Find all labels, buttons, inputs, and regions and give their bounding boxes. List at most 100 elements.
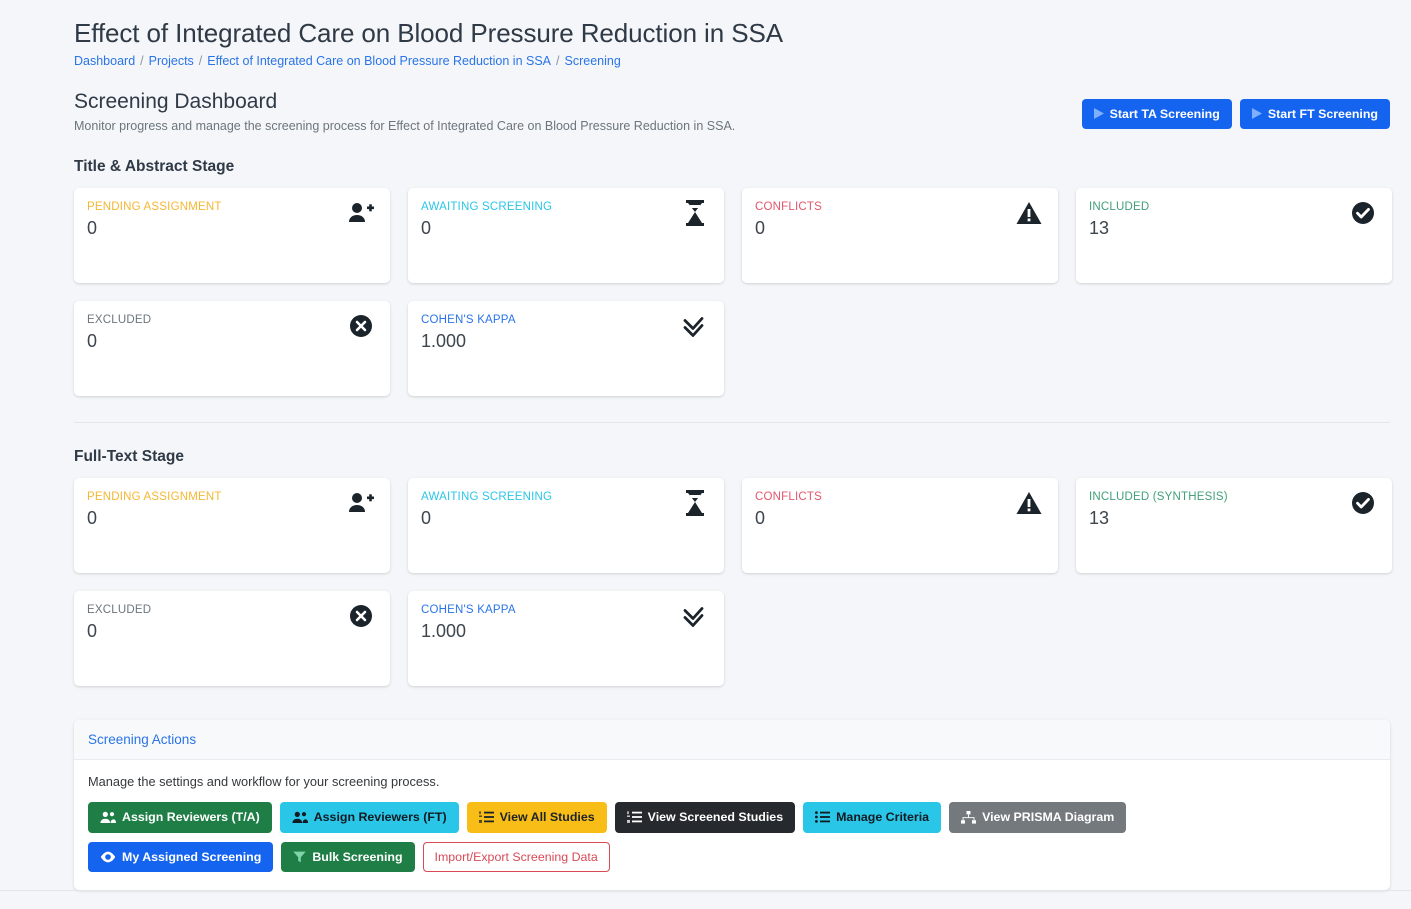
play-icon xyxy=(1094,108,1104,119)
check-circle-icon xyxy=(1348,488,1378,518)
breadcrumb-separator: / xyxy=(199,54,202,68)
stat-card-cohen-s-kappa: COHEN'S KAPPA 1.000 xyxy=(408,591,724,686)
view-screened-studies-button[interactable]: View Screened Studies xyxy=(615,802,795,833)
hourglass-icon xyxy=(680,198,710,228)
list-ol-icon xyxy=(627,811,642,823)
assign-reviewers-t-a-label: Assign Reviewers (T/A) xyxy=(122,811,260,823)
x-circle-icon xyxy=(346,311,376,341)
dashboard-title: Screening Dashboard xyxy=(74,90,735,114)
dashboard-header-text: Screening Dashboard Monitor progress and… xyxy=(74,90,735,133)
stat-card-value: 0 xyxy=(87,508,376,530)
stat-card-conflicts: CONFLICTS 0 xyxy=(742,188,1058,283)
bulk-screening-label: Bulk Screening xyxy=(312,851,402,863)
breadcrumb-separator: / xyxy=(140,54,143,68)
stat-card-label: EXCLUDED xyxy=(87,313,376,328)
stat-card-value: 1.000 xyxy=(421,621,710,643)
import-export-screening-data-button[interactable]: Import/Export Screening Data xyxy=(423,842,610,872)
stat-card-label: CONFLICTS xyxy=(755,490,1044,505)
users-icon xyxy=(100,811,116,824)
play-icon xyxy=(1252,108,1262,119)
stat-card-value: 0 xyxy=(87,621,376,643)
stat-card-value: 0 xyxy=(755,508,1044,530)
stat-card-included-synthesis: INCLUDED (SYNTHESIS)13 xyxy=(1076,478,1392,573)
ft-stage-cards: PENDING ASSIGNMENT0AWAITING SCREENING0CO… xyxy=(74,478,1390,686)
my-assigned-screening-label: My Assigned Screening xyxy=(122,851,261,863)
x-circle-icon xyxy=(346,601,376,631)
stat-card-label: PENDING ASSIGNMENT xyxy=(87,200,376,215)
stat-card-excluded: EXCLUDED 0 xyxy=(74,591,390,686)
header-action-buttons: Start TA Screening Start FT Screening xyxy=(1082,90,1390,129)
dashboard-header: Screening Dashboard Monitor progress and… xyxy=(74,90,1390,133)
stat-card-value: 0 xyxy=(421,218,710,240)
warning-triangle-icon xyxy=(1014,488,1044,518)
start-ta-screening-button[interactable]: Start TA Screening xyxy=(1082,99,1232,129)
list-ol-icon xyxy=(479,811,494,823)
assign-reviewers-ft-button[interactable]: Assign Reviewers (FT) xyxy=(280,802,459,833)
start-ft-screening-button[interactable]: Start FT Screening xyxy=(1240,99,1390,129)
stat-card-row: PENDING ASSIGNMENT0AWAITING SCREENING0CO… xyxy=(74,188,1390,283)
user-plus-icon xyxy=(346,198,376,228)
page-content: Effect of Integrated Care on Blood Press… xyxy=(0,0,1411,890)
stat-card-label: COHEN'S KAPPA xyxy=(421,603,710,618)
screening-actions-header: Screening Actions xyxy=(74,720,1390,760)
breadcrumb-link-0[interactable]: Dashboard xyxy=(74,54,135,68)
stat-card-label: INCLUDED xyxy=(1089,200,1378,215)
stat-card-value: 0 xyxy=(755,218,1044,240)
breadcrumb: Dashboard / Projects / Effect of Integrated … xyxy=(74,55,1390,68)
double-check-icon xyxy=(680,311,710,341)
breadcrumb-separator: / xyxy=(556,54,559,68)
warning-triangle-icon xyxy=(1014,198,1044,228)
stat-card-label: EXCLUDED xyxy=(87,603,376,618)
double-check-icon xyxy=(680,601,710,631)
view-prisma-diagram-label: View PRISMA Diagram xyxy=(982,811,1114,823)
stat-card-label: CONFLICTS xyxy=(755,200,1044,215)
manage-criteria-button[interactable]: Manage Criteria xyxy=(803,802,941,833)
assign-reviewers-ft-label: Assign Reviewers (FT) xyxy=(314,811,447,823)
screening-actions-description: Manage the settings and workflow for you… xyxy=(88,774,1376,789)
screening-actions-row-2: My Assigned Screening Bulk Screening Impor… xyxy=(88,842,1376,872)
import-export-screening-data-label: Import/Export Screening Data xyxy=(435,851,598,863)
check-circle-icon xyxy=(1348,198,1378,228)
hourglass-icon xyxy=(680,488,710,518)
assign-reviewers-t-a-button[interactable]: Assign Reviewers (T/A) xyxy=(88,802,272,833)
stat-card-label: COHEN'S KAPPA xyxy=(421,313,710,328)
view-all-studies-button[interactable]: View All Studies xyxy=(467,802,607,833)
stat-card-label: AWAITING SCREENING xyxy=(421,200,710,215)
manage-criteria-label: Manage Criteria xyxy=(836,811,929,823)
user-plus-icon xyxy=(346,488,376,518)
stat-card-value: 0 xyxy=(87,331,376,353)
filter-icon xyxy=(293,851,306,863)
ta-stage-title: Title & Abstract Stage xyxy=(74,158,1390,176)
stat-card-cohen-s-kappa: COHEN'S KAPPA 1.000 xyxy=(408,301,724,396)
screening-actions-body: Manage the settings and workflow for you… xyxy=(74,760,1390,890)
stat-card-value: 1.000 xyxy=(421,331,710,353)
breadcrumb-link-1[interactable]: Projects xyxy=(149,54,194,68)
stat-card-row: EXCLUDED 0 COHEN'S KAPPA 1.000 xyxy=(74,301,1390,396)
start-ft-screening-label: Start FT Screening xyxy=(1268,108,1378,120)
ft-stage-title: Full-Text Stage xyxy=(74,448,1390,466)
stat-card-label: AWAITING SCREENING xyxy=(421,490,710,505)
stage-divider xyxy=(74,422,1390,423)
stat-card-value: 0 xyxy=(87,218,376,240)
my-assigned-screening-button[interactable]: My Assigned Screening xyxy=(88,842,273,872)
stat-card-awaiting-screening: AWAITING SCREENING 0 xyxy=(408,478,724,573)
stat-card-value: 0 xyxy=(421,508,710,530)
breadcrumb-link-2[interactable]: Effect of Integrated Care on Blood Press… xyxy=(207,54,551,68)
stat-card-included: INCLUDED 13 xyxy=(1076,188,1392,283)
breadcrumb-link-3[interactable]: Screening xyxy=(565,54,621,68)
stat-card-value: 13 xyxy=(1089,218,1378,240)
stat-card-label: PENDING ASSIGNMENT xyxy=(87,490,376,505)
ta-stage-cards: PENDING ASSIGNMENT0AWAITING SCREENING0CO… xyxy=(74,188,1390,396)
list-ul-icon xyxy=(815,811,830,823)
page-title: Effect of Integrated Care on Blood Press… xyxy=(74,18,1390,49)
view-all-studies-label: View All Studies xyxy=(500,811,595,823)
stat-card-pending-assignment: PENDING ASSIGNMENT 0 xyxy=(74,478,390,573)
bulk-screening-button[interactable]: Bulk Screening xyxy=(281,842,414,872)
stat-card-row: PENDING ASSIGNMENT0AWAITING SCREENING0CO… xyxy=(74,478,1390,573)
view-screened-studies-label: View Screened Studies xyxy=(648,811,783,823)
dashboard-subtitle: Monitor progress and manage the screenin… xyxy=(74,119,735,133)
view-prisma-diagram-button[interactable]: View PRISMA Diagram xyxy=(949,802,1126,833)
stat-card-conflicts: CONFLICTS 0 xyxy=(742,478,1058,573)
stat-card-row: EXCLUDED 0 COHEN'S KAPPA 1.000 xyxy=(74,591,1390,686)
